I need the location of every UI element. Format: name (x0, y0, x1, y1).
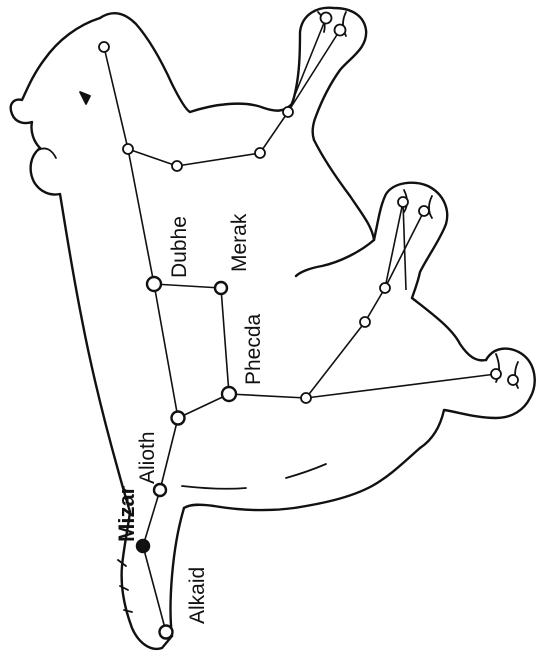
star-lower-paw-2 (419, 206, 429, 216)
bear-belly-outline (412, 298, 486, 360)
bear-head-top-outline (100, 13, 292, 112)
star-hind-leg (360, 317, 370, 327)
star-labels: Dubhe Merak Phecda Alioth Mizar Alkaid (114, 213, 265, 624)
star-alioth (154, 484, 166, 496)
line-b-c (260, 112, 288, 153)
line-merak-phecda (221, 288, 229, 394)
line-mizar-alkaid (143, 546, 166, 632)
line-c-paw1 (288, 18, 326, 112)
star-upper-paw-2 (335, 25, 346, 36)
line-alioth-mizar (143, 490, 160, 546)
line-c-paw2 (288, 30, 340, 112)
label-dubhe: Dubhe (168, 216, 191, 278)
line-dubhe-megrez (154, 284, 178, 418)
line-hip-hindpaw (306, 374, 496, 398)
bear-fur-hint-back (182, 464, 326, 489)
star-front-leg (255, 148, 265, 158)
star-phecda (222, 387, 236, 401)
star-megrez (172, 412, 185, 425)
star-merak (215, 282, 227, 294)
constellation-lines (104, 18, 496, 632)
star-upper-paw-1 (321, 13, 332, 24)
bear-chest-outline (296, 140, 374, 276)
star-head (99, 42, 109, 52)
star-alkaid (160, 626, 173, 639)
line-dubhe-merak (154, 284, 221, 288)
bear-rump-outline (184, 448, 420, 510)
star-dubhe (147, 277, 161, 291)
line-eye-dubhe (128, 149, 154, 284)
label-mizar: Mizar (114, 485, 139, 542)
line-megrez-phecda (178, 394, 229, 418)
line-eye-a (128, 149, 177, 166)
bear-eye (80, 92, 90, 104)
line-leg-knee (365, 288, 385, 322)
star-hip (301, 393, 311, 403)
bear-lower-leg-outline (374, 183, 447, 298)
star-lower-paw-1 (398, 197, 408, 207)
line-megrez-alioth (160, 418, 178, 490)
star-neck (123, 144, 133, 154)
line-a-b (177, 153, 260, 166)
star-hind-paw-2 (508, 375, 518, 385)
star-hind-paw-1 (491, 369, 501, 379)
line-head-eye (104, 47, 128, 149)
bear-tail-outline (171, 508, 185, 636)
line-phecda-hip (229, 394, 306, 398)
line-knee-paw1 (385, 202, 403, 288)
bear-head-back-outline (11, 18, 172, 649)
label-merak: Merak (228, 213, 251, 272)
star-front-knee (283, 107, 293, 117)
line-hip-leg (306, 322, 365, 398)
star-hind-knee (380, 283, 390, 293)
bear-mouth (38, 148, 56, 158)
star-shoulder (172, 161, 182, 171)
label-alioth: Alioth (136, 431, 159, 484)
label-alkaid: Alkaid (186, 567, 209, 624)
bear-outline (11, 8, 535, 649)
label-phecda: Phecda (242, 313, 265, 385)
